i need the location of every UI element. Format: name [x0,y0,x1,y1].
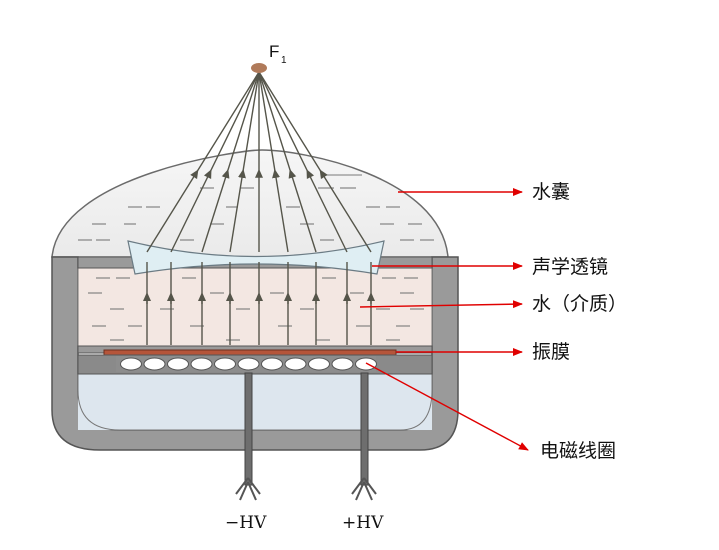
em-coil-windings [120,357,377,371]
focus-label-subscript: 1 [281,55,287,66]
coil-turn [237,357,260,371]
ray-arrow [203,169,212,180]
ray [146,71,260,253]
ray [258,71,372,253]
coil-turn [214,357,236,371]
focus-label: F [269,42,279,61]
coil-turn [284,357,307,371]
pointer-water-medium [359,300,523,309]
coil-turn [120,357,142,371]
ray-arrow [221,168,230,179]
ray [258,71,289,253]
ray-arrow [306,169,315,180]
label-water-medium: 水（介质） [532,293,627,315]
label-acoustic-lens: 声学透镜 [532,256,608,278]
ray-arrow [288,168,297,179]
label-water-bag: 水囊 [532,181,570,203]
plane-wave-rays [143,262,375,345]
ray [170,71,260,253]
ray-arrow [319,169,328,180]
coil-turn [261,357,283,371]
neg-hv-label: −HV [225,513,267,533]
electrode-positive [351,372,377,501]
ray [201,71,260,253]
coil-turn [143,357,166,371]
ray-arrow [272,168,280,179]
coil-turn [331,357,354,371]
coil-turn [167,357,189,371]
water-bag [51,149,449,258]
pos-hv-label: +HV [342,513,384,533]
focal-point [251,63,267,73]
acoustic-lens [127,240,385,275]
coil-turn [308,357,330,371]
ray [229,71,260,253]
diaphragm [103,349,397,356]
electrode-negative [235,372,261,501]
coil-turn [355,357,377,371]
ray-arrow [190,169,199,180]
pointer-em-coil [365,362,529,451]
ray-arrow [238,168,246,179]
shockwave-rays [146,71,372,253]
ray [258,71,317,253]
coil-turn [190,357,213,371]
water-texture [78,174,434,341]
label-diaphragm: 振膜 [532,341,570,363]
label-em-coil: 电磁线圈 [540,440,616,462]
ray [258,71,348,253]
